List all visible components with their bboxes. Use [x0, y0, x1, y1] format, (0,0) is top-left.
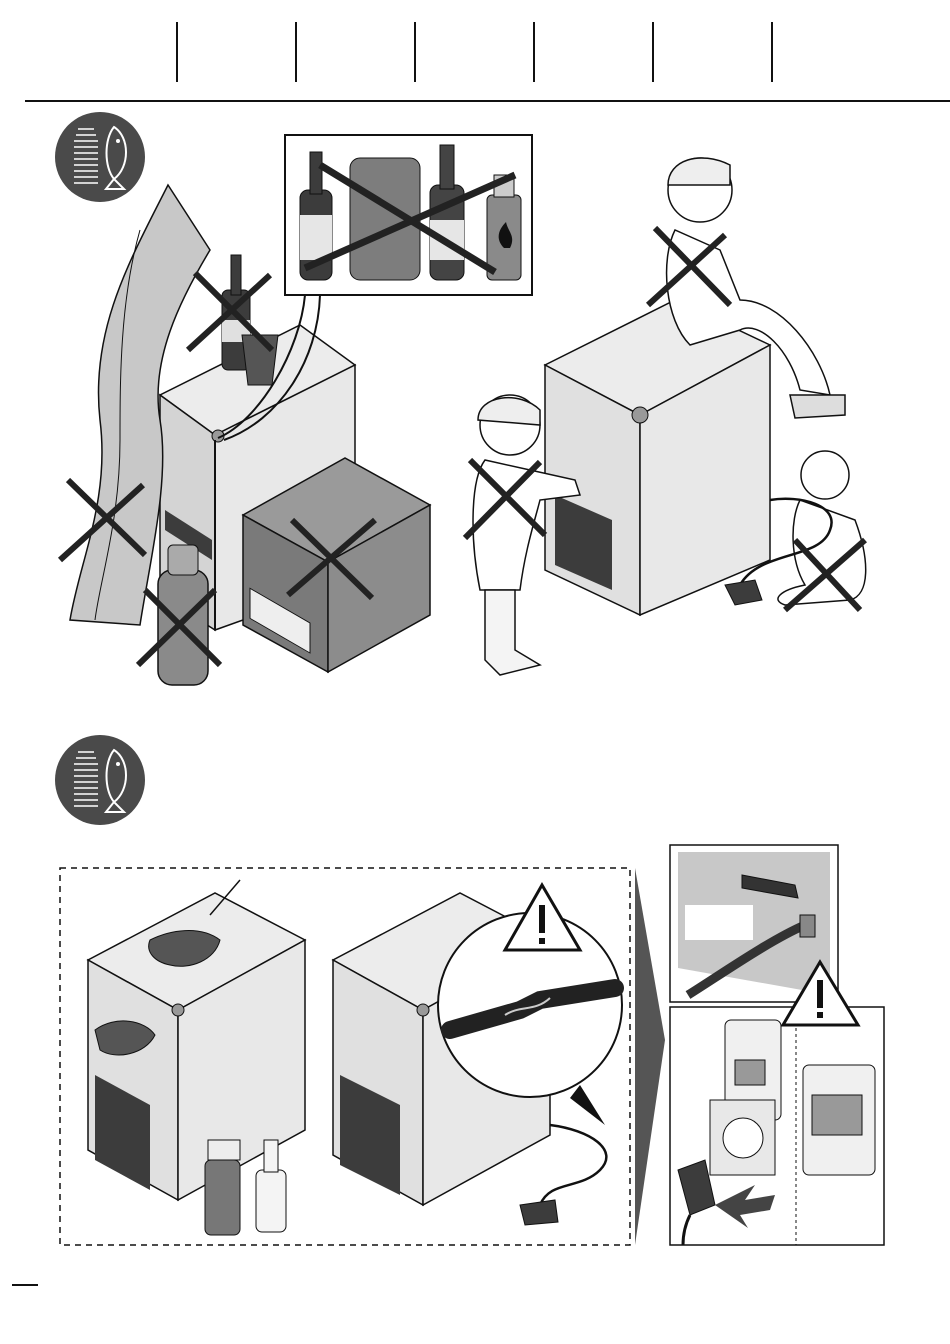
plug-icon-cleaning: [520, 1200, 558, 1225]
spray-bottle: [205, 1140, 240, 1235]
plug-icon-right: [725, 580, 762, 605]
bottle-and-fish-icon: [55, 112, 145, 202]
unplug-panel: [670, 1007, 884, 1245]
glass-on-top: [242, 335, 278, 385]
header-column-rules: [177, 22, 772, 82]
prohibited-items-inset: [285, 135, 532, 295]
ice-maker-right: [545, 300, 770, 615]
power-cable-cleaning: [540, 1125, 606, 1205]
infant-with-cable: [778, 451, 866, 605]
bottle-and-fish-icon-2: [55, 735, 145, 825]
next-step-arrow: [635, 868, 665, 1245]
